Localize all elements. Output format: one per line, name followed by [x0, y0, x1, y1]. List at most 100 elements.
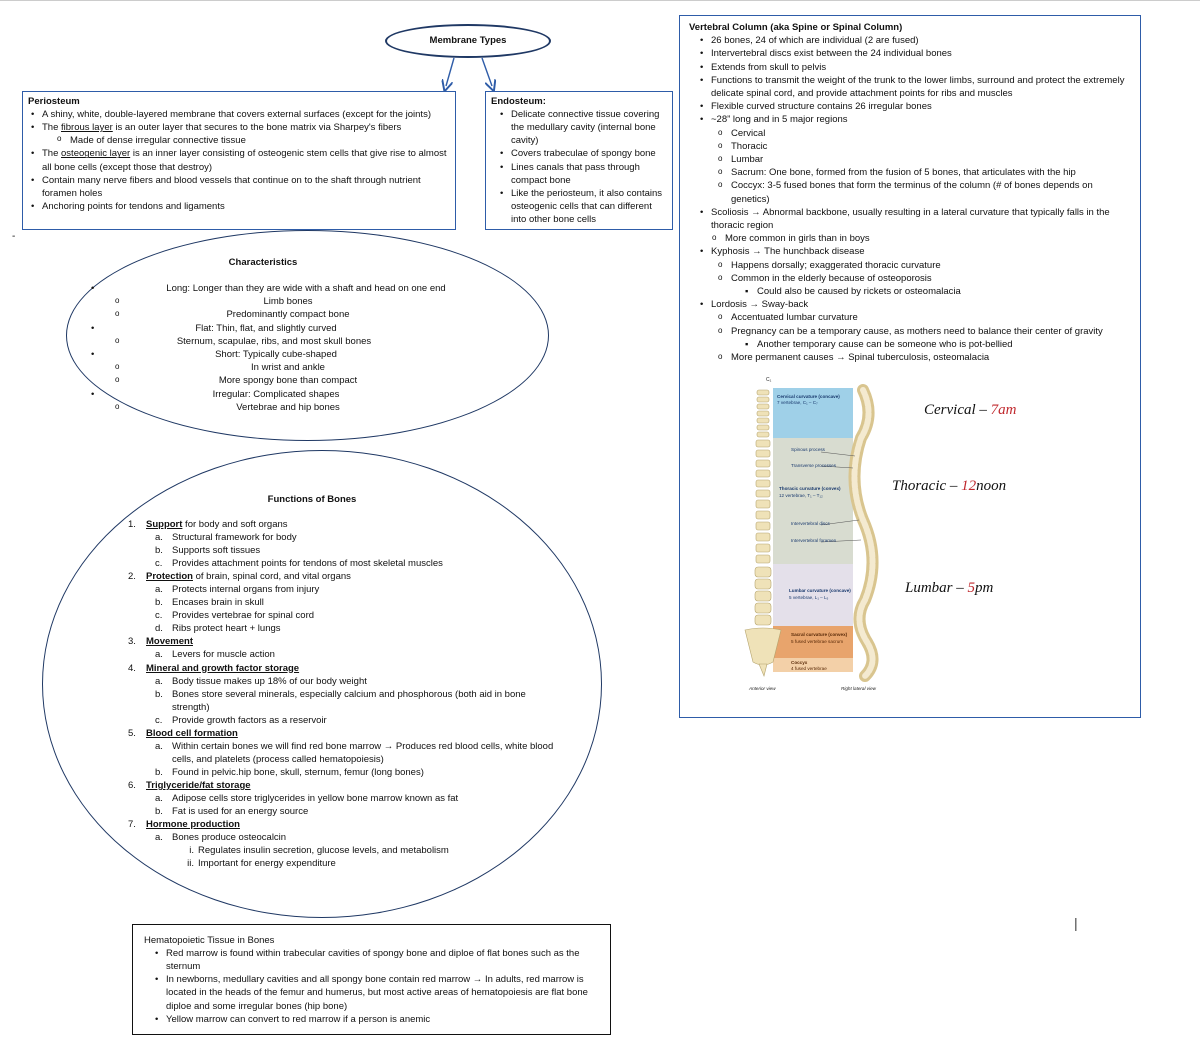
characteristics-line: •Short: Typically cube-shaped [91, 348, 337, 360]
kyphosis-subitem: Happens dorsally; exaggerated thoracic c… [717, 258, 1132, 272]
periosteum-box: Periosteum A shiny, white, double-layere… [22, 91, 456, 230]
intervertebral-discs-label: Intervertebral discs [791, 521, 831, 526]
endosteum-item: Like the periosteum, it also contains os… [497, 187, 667, 226]
lumbar-count-label: 5 vertebrae, L₁ – L₅ [789, 595, 829, 600]
characteristics-line: •Flat: Thin, flat, and slightly curved [91, 322, 337, 334]
hematopoietic-item: Yellow marrow can convert to red marrow … [152, 1013, 602, 1026]
vertebral-item: Functions to transmit the weight of the … [697, 74, 1132, 100]
vertebral-item: Intervertebral discs exist between the 2… [697, 47, 1132, 60]
region-item: Lumbar [717, 152, 1132, 166]
transverse-process-label: Transverse processes [791, 463, 837, 468]
function-subitem: b.Bones store several minerals, especial… [155, 688, 526, 713]
annotation-thoracic: Thoracic – 12noon [892, 478, 1007, 494]
hematopoietic-item: Red marrow is found within trabecular ca… [152, 947, 602, 973]
lateral-spine-outline [851, 387, 876, 679]
lordosis-subitem: More permanent causes → Spinal tuberculo… [717, 350, 1132, 364]
coccyx-count-label: 4 fused vertebrae [791, 666, 827, 671]
periosteum-subitem: Made of dense irregular connective tissu… [56, 133, 450, 147]
hematopoietic-item: In newborns, medullary cavities and all … [152, 973, 602, 1012]
vertebral-item: Flexible curved structure contains 26 ir… [697, 100, 1132, 113]
periosteum-item: Contain many nerve fibers and blood vess… [28, 174, 450, 200]
annotation-cervical: Cervical – 7am [924, 402, 1017, 418]
hematopoietic-box: Hematopoietic Tissue in Bones Red marrow… [132, 924, 611, 1035]
region-item: Coccyx: 3-5 fused bones that form the te… [717, 178, 1132, 205]
function-subitem: a.Protects internal organs from injury [155, 584, 320, 596]
periosteum-item: Anchoring points for tendons and ligamen… [28, 200, 450, 213]
lateral-view-label: Right lateral view [841, 686, 877, 691]
periosteum-item: A shiny, white, double-layered membrane … [28, 108, 450, 121]
function-subitem: b.Found in pelvic.hip bone, skull, stern… [155, 766, 424, 778]
vertebral-item: Lordosis → Sway-back Accentuated lumbar … [697, 298, 1132, 364]
intervertebral-foramen-label: Intervertebral foramen [791, 538, 837, 543]
membrane-types-ellipse: Membrane Types [385, 24, 551, 58]
spine-figure: C₁ Cervical curvature (concave) 7 verteb… [744, 377, 879, 691]
vertebral-item: ~28” long and in 5 major regions Cervica… [697, 113, 1132, 205]
function-subitem: a.Adipose cells store triglycerides in y… [155, 792, 459, 804]
vertebral-title: Vertebral Column (aka Spine or Spinal Co… [689, 22, 903, 33]
margin-dash: - [12, 231, 16, 242]
lumbar-curvature-label: Lumbar curvature (concave) [789, 588, 851, 593]
sacral-curvature-label: Sacral curvature (convex) [791, 632, 848, 637]
vertebral-list: 26 bones, 24 of which are individual (2 … [689, 34, 1132, 364]
function-item: 6.Triglyceride/fat storage a.Adipose cel… [126, 779, 556, 818]
vertebral-item: 26 bones, 24 of which are individual (2 … [697, 34, 1132, 47]
cervical-curvature-label: Cervical curvature (concave) [777, 394, 840, 399]
hematopoietic-list: Red marrow is found within trabecular ca… [144, 947, 602, 1026]
function-subsubitem: i.Regulates insulin secretion, glucose l… [189, 845, 449, 857]
function-subitem: b.Fat is used for an energy source [155, 806, 309, 818]
region-item: Sacrum: One bone, formed from the fusion… [717, 165, 1132, 179]
function-subitem: a.Levers for muscle action [155, 649, 275, 661]
spinous-process-label: Spinous process [791, 447, 826, 452]
function-subitem: c.Provides vertebrae for spinal cord [155, 610, 315, 622]
function-subitem: a.Body tissue makes up 18% of our body w… [155, 675, 367, 687]
hematopoietic-title: Hematopoietic Tissue in Bones [144, 935, 275, 946]
characteristics-ellipse [66, 230, 549, 441]
function-subitem: a.Structural framework for body [155, 532, 297, 544]
periosteum-item: The osteogenic layer is an inner layer c… [28, 147, 450, 173]
function-subitem: d.Ribs protect heart + lungs [155, 623, 281, 635]
functions-title: Functions of Bones [267, 494, 357, 505]
kyphosis-note: Could also be caused by rickets or osteo… [743, 285, 1132, 298]
lumbar-region-band [773, 564, 853, 626]
endosteum-item: Lines canals that pass through compact b… [497, 161, 667, 187]
coccyx-label: Coccyx [791, 660, 808, 665]
periosteum-item: The fibrous layer is an outer layer that… [28, 121, 450, 147]
function-subitem: a.Within certain bones we will find red … [155, 740, 554, 765]
top-border [0, 0, 1200, 1]
region-item: Thoracic [717, 139, 1132, 153]
vertebral-box: Vertebral Column (aka Spine or Spinal Co… [679, 15, 1141, 718]
thoracic-curvature-label: Thoracic curvature (convex) [779, 486, 841, 491]
vertebral-item: Extends from skull to pelvis [697, 61, 1132, 74]
characteristics-line: •Long: Longer than they are wide with a … [91, 283, 446, 294]
anterior-vertebrae [744, 389, 782, 677]
thoracic-region-band [773, 438, 853, 564]
function-subitem: c.Provide growth factors as a reservoir [155, 714, 327, 726]
endosteum-list: Delicate connective tissue covering the … [491, 108, 667, 226]
characteristics-line: •Irregular: Complicated shapes [91, 388, 340, 400]
function-item: 2.Protection of brain, spinal cord, and … [126, 570, 556, 635]
region-item: Cervical [717, 126, 1132, 140]
membrane-arrows [420, 57, 510, 92]
function-subitem: b.Supports soft tissues [155, 545, 261, 557]
function-item: 3.Movement a.Levers for muscle action [126, 635, 556, 661]
membrane-types-title: Membrane Types [429, 35, 507, 46]
sacral-region-band [773, 626, 853, 658]
sacral-count-label: 5 fused vertebrae sacrum [791, 639, 843, 644]
characteristics-title: Characteristics [228, 257, 298, 268]
endosteum-title: Endosteum: [491, 96, 546, 107]
vertebral-item: Scoliosis → Abnormal backbone, usually r… [697, 206, 1132, 246]
characteristics-list: •Long: Longer than they are wide with a … [86, 282, 466, 414]
functions-ellipse [42, 450, 602, 918]
function-subsubitem: ii.Important for energy expenditure [187, 858, 336, 870]
lordosis-subitem: Accentuated lumbar curvature [717, 310, 1132, 324]
function-subitem: b.Encases brain in skull [155, 597, 264, 609]
kyphosis-subitem: Common in the elderly because of osteopo… [717, 271, 1132, 299]
endosteum-item: Delicate connective tissue covering the … [497, 108, 667, 147]
endosteum-box: Endosteum: Delicate connective tissue co… [485, 91, 673, 230]
endosteum-item: Covers trabeculae of spongy bone [497, 147, 667, 160]
